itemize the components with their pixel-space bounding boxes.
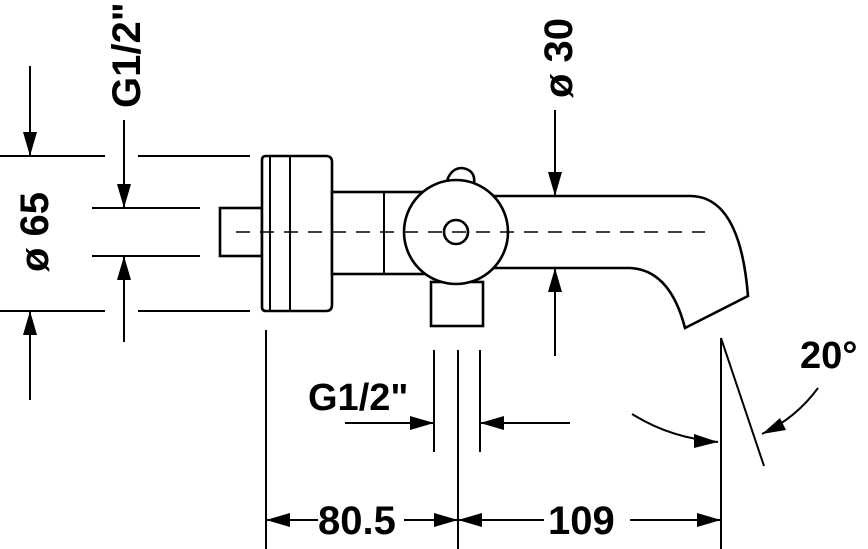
outlet-thread-label: G1/2"	[308, 377, 408, 419]
pipe-thread-label: G1/2"	[105, 2, 149, 108]
dim-pipe-thread: G1/2"	[92, 2, 200, 342]
dim-body-diameter: ø 65	[0, 66, 105, 400]
spout-diameter-label: ø 30	[537, 18, 581, 98]
faucet-body	[218, 154, 750, 330]
body-diameter-label: ø 65	[13, 192, 57, 272]
length-left-label: 80.5	[318, 499, 396, 543]
dim-outlet-thread: G1/2"	[308, 350, 570, 452]
length-right-label: 109	[548, 499, 615, 543]
dim-angle: 20°	[631, 335, 857, 549]
angle-label: 20°	[800, 335, 857, 377]
dim-spout-diameter: ø 30	[537, 18, 581, 356]
dim-lengths: 80.5 109	[265, 330, 721, 549]
